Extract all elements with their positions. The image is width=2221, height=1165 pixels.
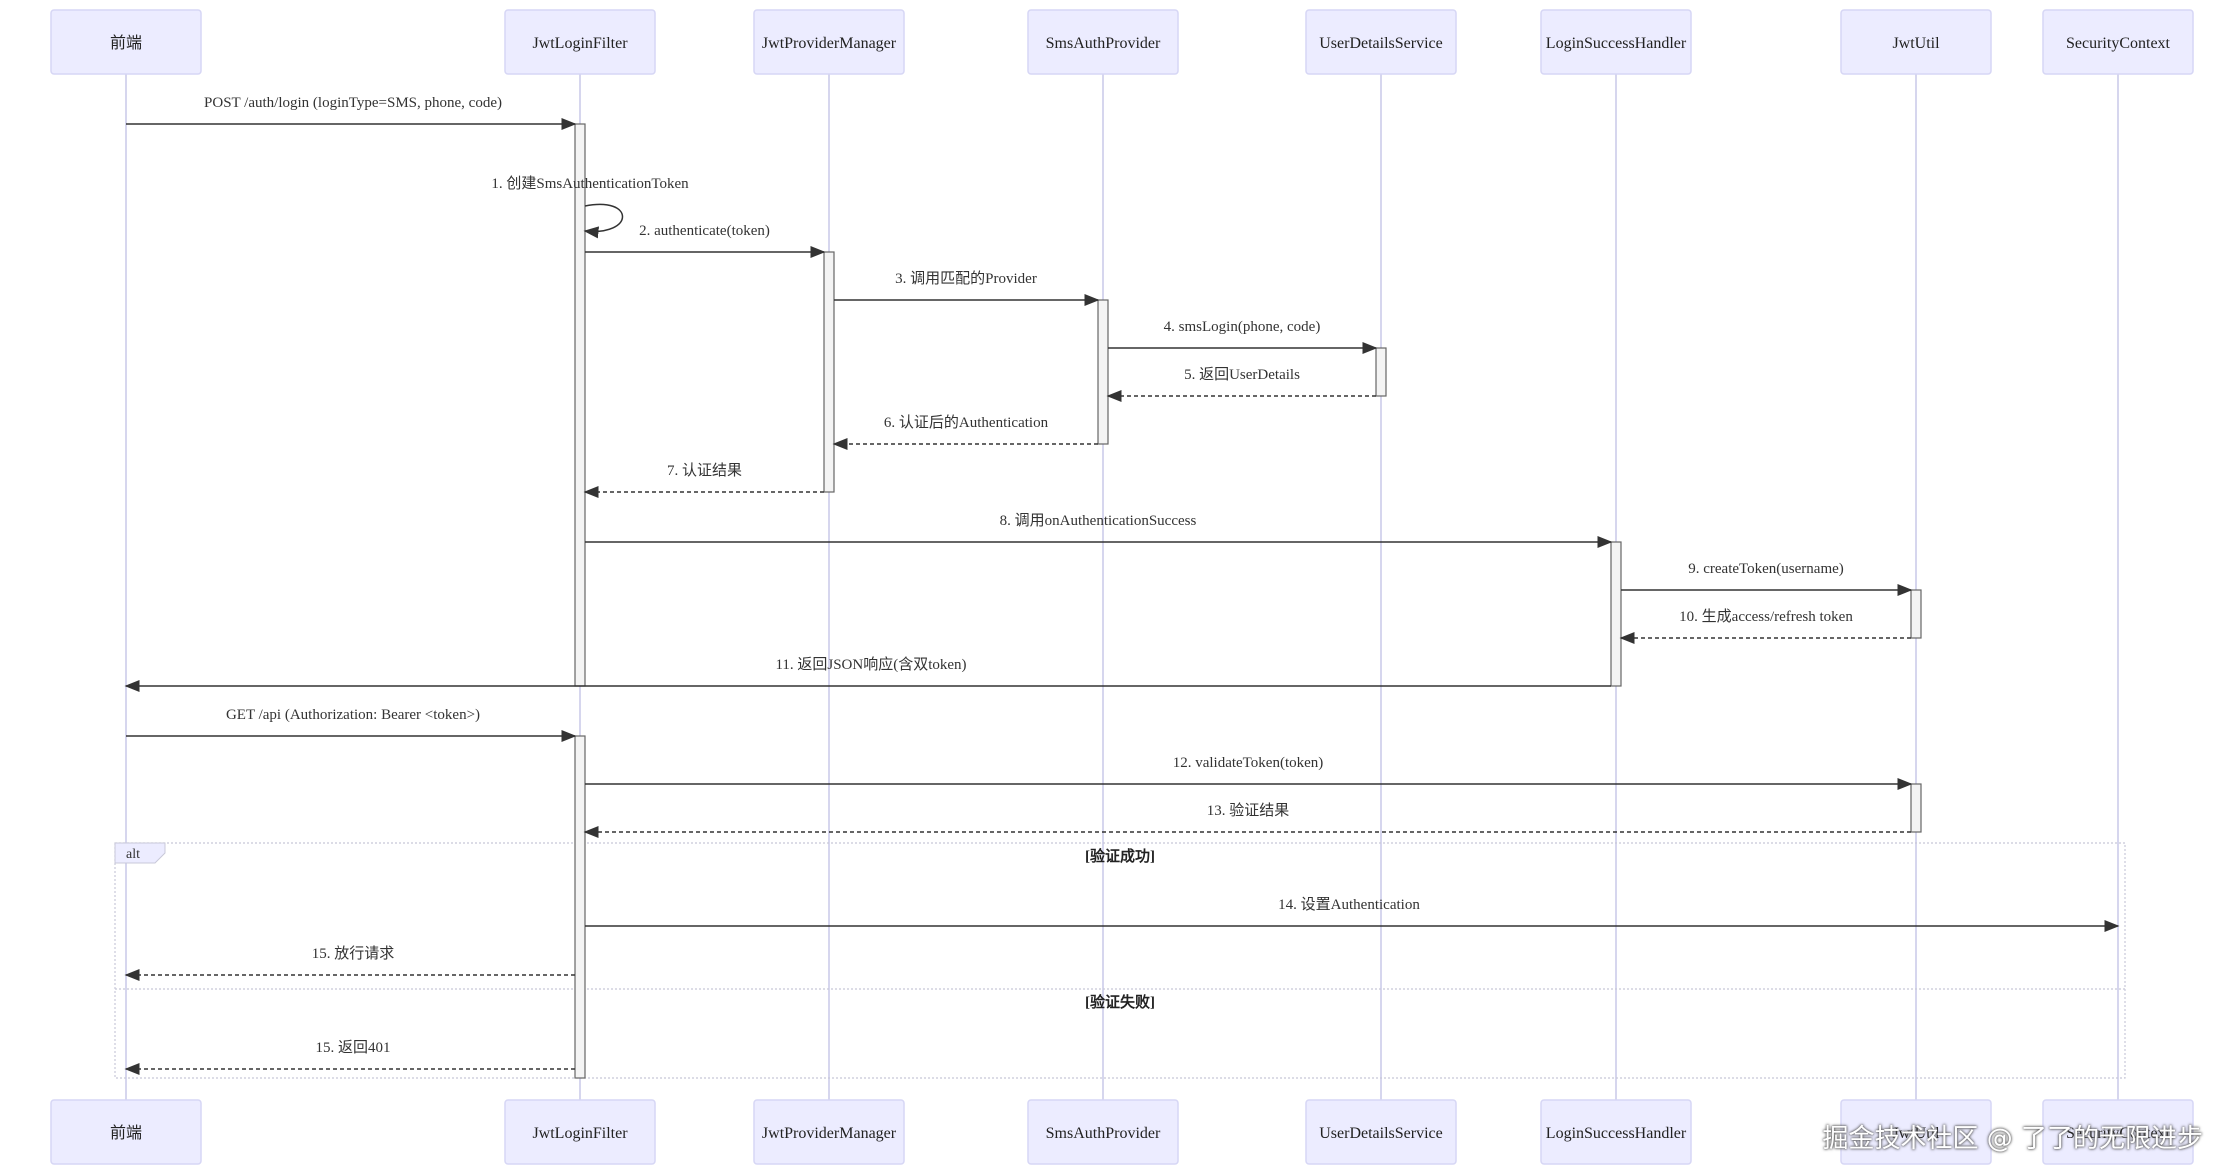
message-8: 8. 调用onAuthenticationSuccess — [585, 512, 1613, 548]
message-label: 9. createToken(username) — [1688, 561, 1844, 577]
actor-box-top-sc: SecurityContext — [2042, 9, 2194, 75]
activation-bar-uds — [1375, 347, 1387, 397]
message-label: 15. 返回401 — [315, 1039, 390, 1056]
message-label: 1. 创建SmsAuthenticationToken — [491, 175, 689, 192]
message-2: 2. authenticate(token) — [585, 223, 826, 258]
activation-bar-jlf — [574, 123, 586, 687]
alt-tag-label: alt — [126, 847, 140, 862]
actor-box-top-lsh: LoginSuccessHandler — [1540, 9, 1692, 75]
message-12: GET /api (Authorization: Bearer <token>) — [126, 707, 577, 742]
actor-label: UserDetailsService — [1319, 1125, 1443, 1142]
message-label: 3. 调用匹配的Provider — [895, 270, 1037, 287]
message-label: 12. validateToken(token) — [1173, 755, 1324, 771]
actor-label: 前端 — [110, 34, 142, 52]
actor-label: LoginSuccessHandler — [1546, 35, 1687, 52]
message-15: 14. 设置Authentication — [585, 896, 2120, 932]
message-label: 14. 设置Authentication — [1278, 896, 1420, 913]
actor-label: SecurityContext — [2066, 35, 2171, 52]
message-1: 1. 创建SmsAuthenticationToken — [491, 175, 689, 239]
message-3: 3. 调用匹配的Provider — [834, 270, 1100, 306]
message-label: 10. 生成access/refresh token — [1679, 608, 1853, 625]
actor-box-bottom-jlf: JwtLoginFilter — [504, 1099, 656, 1165]
actor-label: JwtLoginFilter — [532, 1125, 628, 1142]
message-7: 7. 认证结果 — [583, 462, 824, 498]
message-5: 5. 返回UserDetails — [1106, 366, 1376, 402]
actor-box-bottom-sc: SecurityContext — [2042, 1099, 2194, 1165]
message-arrow — [583, 203, 624, 239]
actor-box-bottom-uds: UserDetailsService — [1305, 1099, 1457, 1165]
message-14: 13. 验证结果 — [583, 802, 1911, 838]
actor-box-bottom-sap: SmsAuthProvider — [1027, 1099, 1179, 1165]
message-label: GET /api (Authorization: Bearer <token>) — [226, 707, 480, 723]
activation-bar-sap — [1097, 299, 1109, 445]
actor-label: JwtProviderManager — [762, 1125, 897, 1142]
message-9: 9. createToken(username) — [1621, 561, 1913, 596]
message-4: 4. smsLogin(phone, code) — [1108, 319, 1378, 354]
activation-bar-jwu — [1910, 589, 1922, 639]
actor-box-bottom-jwu: JwtUtil — [1840, 1099, 1992, 1165]
actor-box-top-uds: UserDetailsService — [1305, 9, 1457, 75]
actor-box-top-jlf: JwtLoginFilter — [504, 9, 656, 75]
alt-condition-failure: [验证失败] — [1085, 993, 1155, 1011]
message-17: 15. 返回401 — [124, 1039, 575, 1075]
message-label: 15. 放行请求 — [312, 945, 395, 962]
actor-box-top-jpm: JwtProviderManager — [753, 9, 905, 75]
actor-label: SecurityContext — [2066, 1125, 2171, 1142]
message-label: 4. smsLogin(phone, code) — [1164, 319, 1321, 335]
actor-label: SmsAuthProvider — [1046, 35, 1161, 52]
alt-condition-success: [验证成功] — [1085, 847, 1155, 865]
message-11: 11. 返回JSON响应(含双token) — [124, 655, 1611, 692]
message-label: 5. 返回UserDetails — [1184, 366, 1300, 383]
activation-bar-jpm — [823, 251, 835, 493]
actor-box-bottom-jpm: JwtProviderManager — [753, 1099, 905, 1165]
message-10: 10. 生成access/refresh token — [1619, 608, 1911, 644]
message-0: POST /auth/login (loginType=SMS, phone, … — [126, 95, 577, 130]
actor-box-bottom-fe: 前端 — [50, 1099, 202, 1165]
actor-label: JwtUtil — [1892, 1125, 1940, 1142]
message-label: POST /auth/login (loginType=SMS, phone, … — [204, 95, 502, 111]
actor-label: JwtUtil — [1892, 35, 1940, 52]
message-label: 7. 认证结果 — [667, 462, 742, 479]
actor-label: JwtProviderManager — [762, 35, 897, 52]
actor-label: SmsAuthProvider — [1046, 1125, 1161, 1142]
activation-bar-lsh — [1610, 541, 1622, 687]
actor-box-top-jwu: JwtUtil — [1840, 9, 1992, 75]
message-label: 2. authenticate(token) — [639, 223, 770, 239]
activation-bar-jlf — [574, 735, 586, 1079]
message-6: 6. 认证后的Authentication — [832, 414, 1098, 450]
message-13: 12. validateToken(token) — [585, 755, 1913, 790]
actor-box-top-fe: 前端 — [50, 9, 202, 75]
actor-box-top-sap: SmsAuthProvider — [1027, 9, 1179, 75]
alt-frame — [114, 842, 2126, 1079]
message-label: 11. 返回JSON响应(含双token) — [775, 655, 966, 673]
watermark-text: 掘金技术社区 @ 了了的无限进步 — [1822, 1124, 2203, 1154]
message-label: 8. 调用onAuthenticationSuccess — [1000, 512, 1197, 529]
actor-box-bottom-lsh: LoginSuccessHandler — [1540, 1099, 1692, 1165]
activation-bar-jwu — [1910, 783, 1922, 833]
message-label: 13. 验证结果 — [1207, 802, 1290, 819]
message-label: 6. 认证后的Authentication — [884, 414, 1049, 431]
alt-tag-box — [114, 842, 166, 864]
actor-label: 前端 — [110, 1124, 142, 1142]
actor-label: LoginSuccessHandler — [1546, 1125, 1687, 1142]
message-16: 15. 放行请求 — [124, 945, 575, 981]
actor-label: JwtLoginFilter — [532, 35, 628, 52]
actor-label: UserDetailsService — [1319, 35, 1443, 52]
